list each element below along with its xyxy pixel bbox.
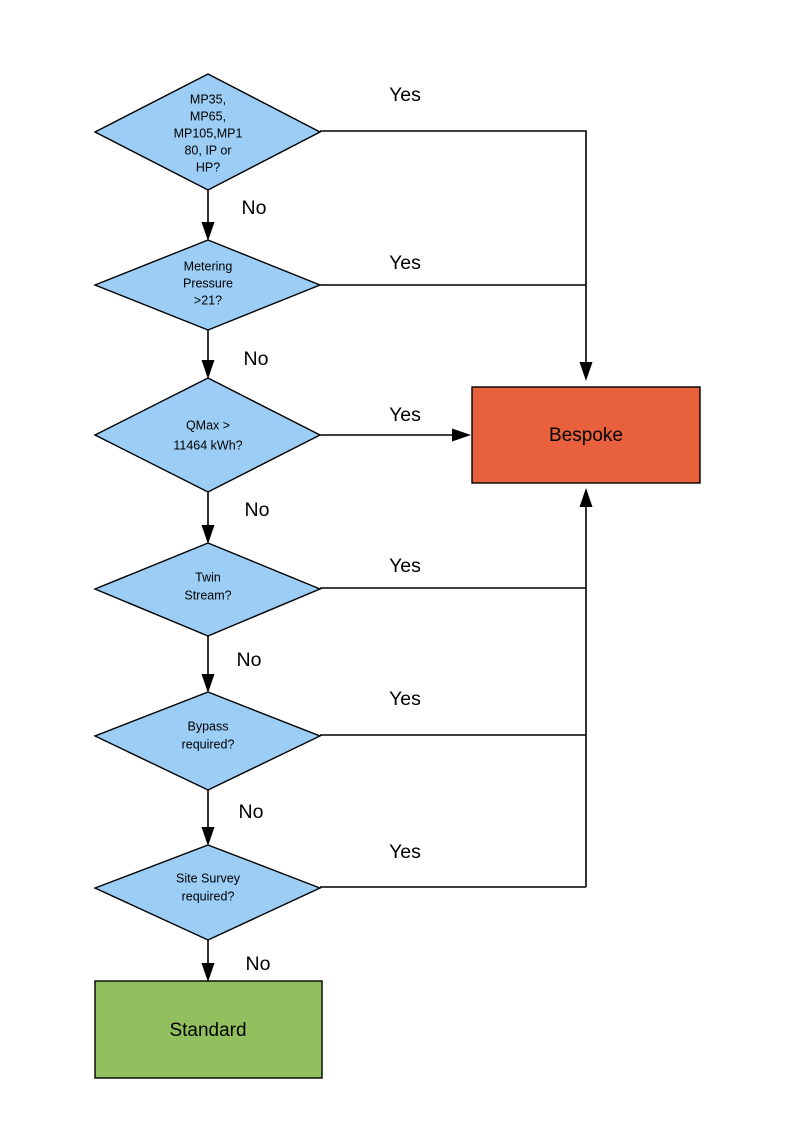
label-twin-stream-yes: Yes bbox=[389, 555, 421, 577]
label-metering-pressure-no: No bbox=[244, 348, 269, 370]
terminal-bespoke-label: Bespoke bbox=[549, 425, 623, 446]
label-qmax-no: No bbox=[245, 499, 270, 521]
decision-qmax[interactable]: QMax > 11464 kWh? bbox=[93, 377, 322, 493]
label-product-type-yes: Yes bbox=[389, 84, 421, 106]
arrowhead-twin-to-bypass bbox=[201, 674, 215, 693]
label-site-survey-no: No bbox=[246, 953, 271, 975]
decision-product-type-line-3: MP105,MP1 bbox=[174, 126, 243, 140]
decision-metering-pressure[interactable]: Metering Pressure >21? bbox=[93, 239, 322, 331]
yes-connector-group bbox=[320, 130, 593, 888]
label-metering-pressure-yes: Yes bbox=[389, 252, 421, 274]
decision-metering-pressure-line-3: >21? bbox=[194, 293, 222, 307]
arrowhead-qmax-to-twin bbox=[201, 525, 215, 544]
decision-qmax-line-2: 11464 kWh? bbox=[173, 438, 242, 452]
terminal-bespoke[interactable]: Bespoke bbox=[471, 386, 701, 484]
terminal-bespoke-shape[interactable] bbox=[471, 386, 701, 484]
arrowhead-pressure-to-qmax bbox=[201, 360, 215, 379]
terminal-standard-shape[interactable] bbox=[94, 980, 323, 1079]
edge-product-yes-to-bespoke bbox=[320, 130, 587, 372]
decision-twin-stream-line-2: Stream? bbox=[184, 588, 231, 602]
decision-twin-stream-shape[interactable] bbox=[93, 542, 322, 637]
decision-bypass[interactable]: Bypass required? bbox=[93, 691, 322, 791]
arrowhead-qmax-yes-to-bespoke bbox=[452, 428, 471, 442]
arrowhead-bus-bottom-to-bespoke bbox=[579, 488, 593, 507]
decision-bypass-line-2: required? bbox=[182, 737, 235, 751]
decision-metering-pressure-line-1: Metering bbox=[184, 259, 233, 273]
decision-product-type-line-1: MP35, bbox=[190, 92, 226, 106]
decision-product-type[interactable]: MP35, MP65, MP105,MP1 80, IP or HP? bbox=[93, 73, 322, 191]
terminal-standard-label: Standard bbox=[169, 1020, 246, 1041]
label-product-type-no: No bbox=[242, 197, 267, 219]
decision-qmax-shape[interactable] bbox=[93, 377, 322, 493]
arrowhead-survey-to-standard bbox=[201, 963, 215, 982]
decision-metering-pressure-line-2: Pressure bbox=[183, 276, 233, 290]
decision-twin-stream-line-1: Twin bbox=[195, 570, 221, 584]
decision-twin-stream[interactable]: Twin Stream? bbox=[93, 542, 322, 637]
decision-product-type-shape[interactable] bbox=[93, 73, 322, 191]
terminal-standard[interactable]: Standard bbox=[94, 980, 323, 1079]
decision-product-type-line-2: MP65, bbox=[190, 109, 226, 123]
decision-site-survey-shape[interactable] bbox=[93, 844, 322, 941]
decision-product-type-line-5: HP? bbox=[196, 160, 220, 174]
label-bypass-yes: Yes bbox=[389, 688, 421, 710]
label-qmax-yes: Yes bbox=[389, 404, 421, 426]
decision-site-survey-line-2: required? bbox=[182, 889, 235, 903]
decision-site-survey[interactable]: Site Survey required? bbox=[93, 844, 322, 941]
label-site-survey-yes: Yes bbox=[389, 841, 421, 863]
label-twin-stream-no: No bbox=[237, 649, 262, 671]
decision-site-survey-line-1: Site Survey bbox=[176, 871, 241, 885]
arrowhead-bus-top-to-bespoke bbox=[579, 362, 593, 381]
arrowhead-product-to-pressure bbox=[201, 222, 215, 241]
decision-bypass-shape[interactable] bbox=[93, 691, 322, 791]
arrowhead-bypass-to-survey bbox=[201, 827, 215, 846]
decision-qmax-line-1: QMax > bbox=[186, 418, 230, 432]
decision-metering-pressure-shape[interactable] bbox=[93, 239, 322, 331]
decision-product-type-line-4: 80, IP or bbox=[184, 143, 231, 157]
decision-bypass-line-1: Bypass bbox=[188, 719, 229, 733]
no-connector-group bbox=[201, 190, 215, 982]
label-bypass-no: No bbox=[239, 801, 264, 823]
